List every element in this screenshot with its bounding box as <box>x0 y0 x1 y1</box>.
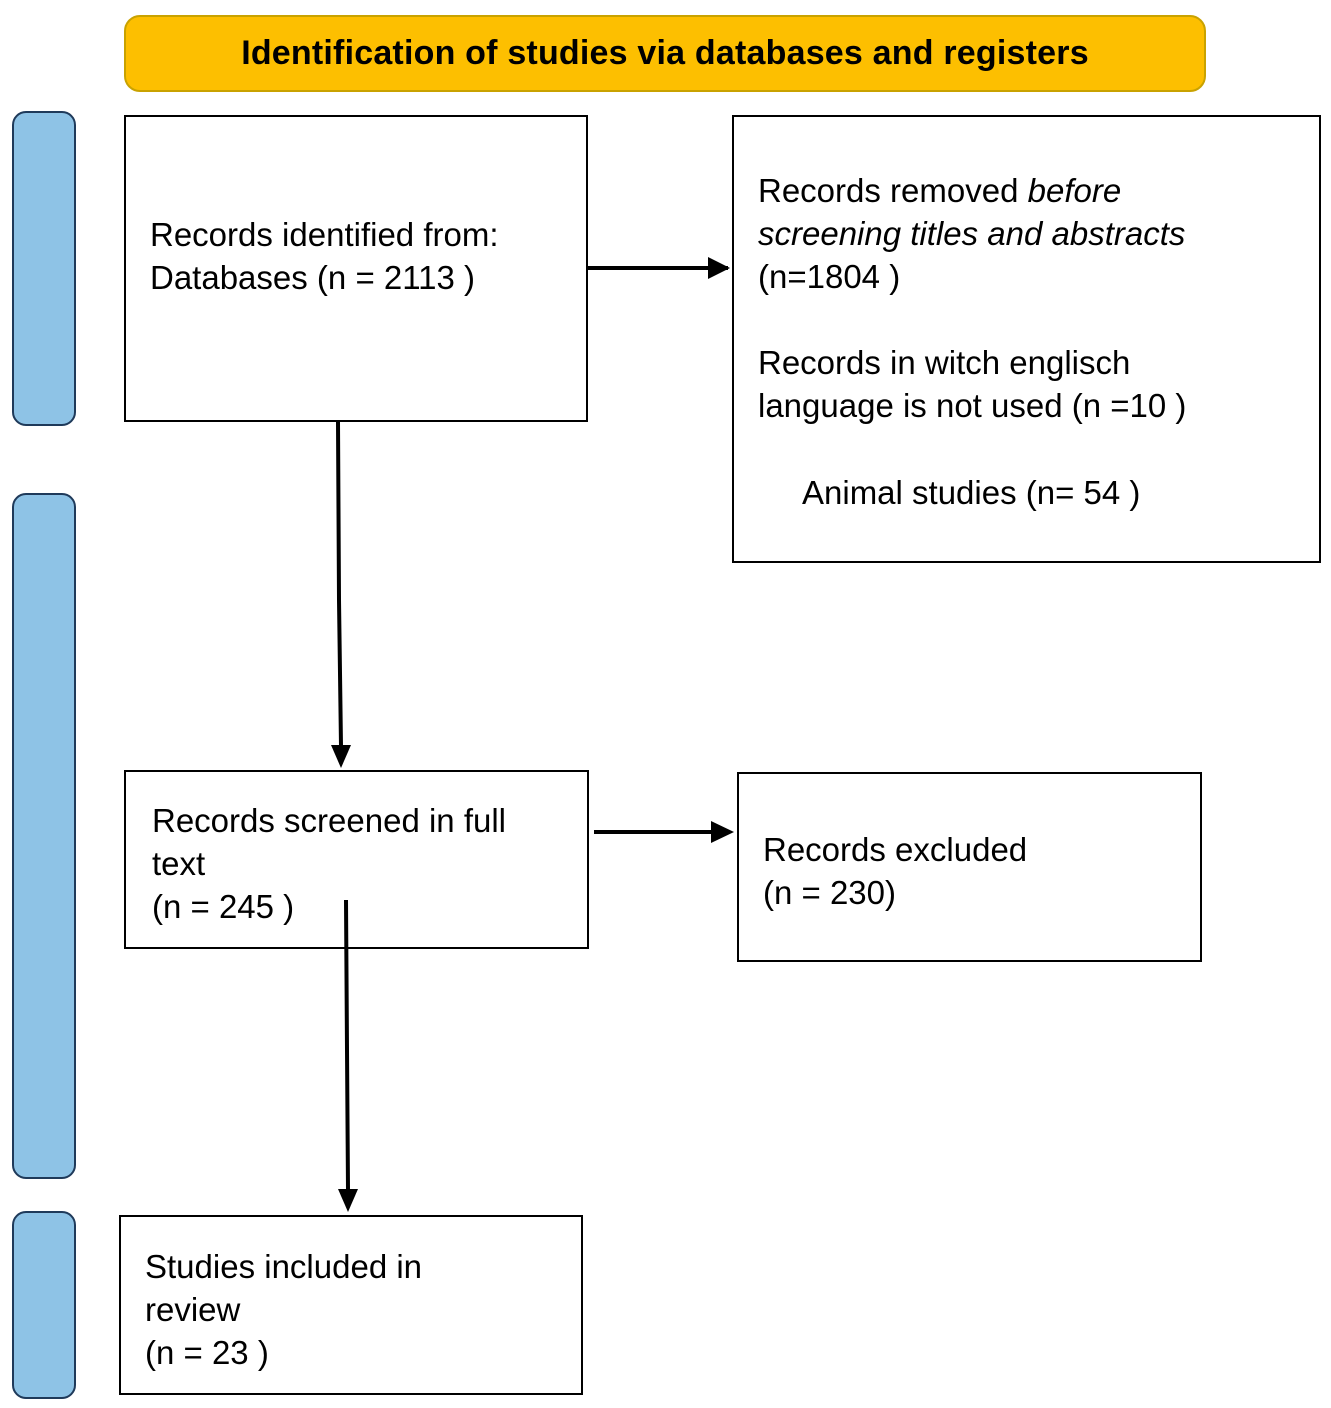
records-identified-label: Records identified from: <box>150 216 499 253</box>
arrow-screened-to-included-head <box>338 1189 358 1212</box>
arrow-identified-to-removed-head <box>708 257 730 279</box>
arrow-screened-to-excluded-head <box>711 821 734 843</box>
arrow-identified-to-screened-head <box>331 745 351 768</box>
stage-bar-screening <box>12 493 76 1179</box>
non-english-count: language is not used (n =10 ) <box>758 387 1187 424</box>
records-screened-label-cont: text <box>152 845 206 882</box>
non-english-label: Records in witch englisch <box>758 344 1131 381</box>
stage-bar-identification <box>12 111 76 426</box>
records-excluded-label: Records excluded <box>763 831 1028 868</box>
records-removed-label: Records removed <box>758 172 1028 209</box>
arrow-identified-to-screened <box>336 421 343 747</box>
identification-header: Identification of studies via databases … <box>124 15 1206 92</box>
records-screened-box: Records screened in full text (n = 245 ) <box>124 770 589 949</box>
records-removed-line2: screening titles and abstracts <box>758 212 1319 255</box>
records-removed-line1: Records removed before <box>758 169 1319 212</box>
studies-included-box: Studies included in review (n = 23 ) <box>119 1215 583 1395</box>
records-removed-count: (n=1804 ) <box>758 258 901 295</box>
records-screened-count: (n = 245 ) <box>152 888 295 925</box>
animal-studies-count: Animal studies (n= 54 ) <box>802 474 1141 511</box>
studies-included-label: Studies included in <box>145 1248 423 1285</box>
stage-bar-included <box>12 1211 76 1399</box>
records-excluded-box: Records excluded (n = 230) <box>737 772 1202 962</box>
records-removed-box: Records removed before screening titles … <box>732 115 1321 563</box>
records-removed-italic-before: before <box>1027 172 1122 209</box>
records-removed-italic-screening: screening titles and abstracts <box>758 215 1186 252</box>
records-screened-label: Records screened in full <box>152 802 507 839</box>
records-excluded-count: (n = 230) <box>763 874 896 911</box>
records-identified-box: Records identified from: Databases (n = … <box>124 115 588 422</box>
header-title: Identification of studies via databases … <box>241 34 1089 72</box>
studies-included-label-cont: review <box>145 1291 241 1328</box>
records-identified-count: Databases (n = 2113 ) <box>150 259 476 296</box>
studies-included-count: (n = 23 ) <box>145 1334 269 1371</box>
